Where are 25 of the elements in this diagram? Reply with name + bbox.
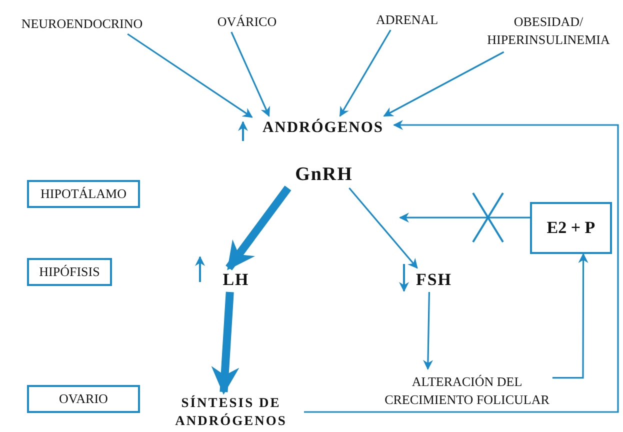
arrow [423, 292, 433, 370]
hormone-label: ANDRÓGENOS [252, 116, 394, 140]
arrow [348, 187, 418, 269]
cause-label: NEUROENDOCRINO [6, 14, 158, 34]
arrow [339, 30, 392, 117]
arrow [127, 33, 253, 118]
arrow [552, 253, 588, 379]
thick-arrow [226, 186, 292, 270]
arrow [399, 212, 530, 223]
level-box: HIPÓFISIS [27, 258, 112, 286]
hormone-label: FSH [410, 268, 458, 292]
cause-label: OVÁRICO [208, 12, 286, 32]
cause-label: ADRENAL [366, 10, 448, 30]
cause-label: OBESIDAD/ HIPERINSULINEMIA [474, 10, 623, 52]
outcome-label: SÍNTESIS DE ANDRÓGENOS [158, 392, 304, 432]
level-box: HIPOTÁLAMO [27, 180, 140, 208]
arrow [230, 32, 270, 117]
arrow [383, 51, 504, 117]
hormone-label: GnRH [288, 162, 360, 188]
outcome-label: ALTERACIÓN DEL CRECIMIENTO FOLICULAR [378, 369, 556, 413]
level-box: OVARIO [27, 385, 140, 413]
hormone-label: LH [218, 268, 254, 292]
thick-arrow [211, 292, 240, 395]
arrow [304, 120, 619, 413]
hormone-box: E2 + P [530, 202, 612, 254]
